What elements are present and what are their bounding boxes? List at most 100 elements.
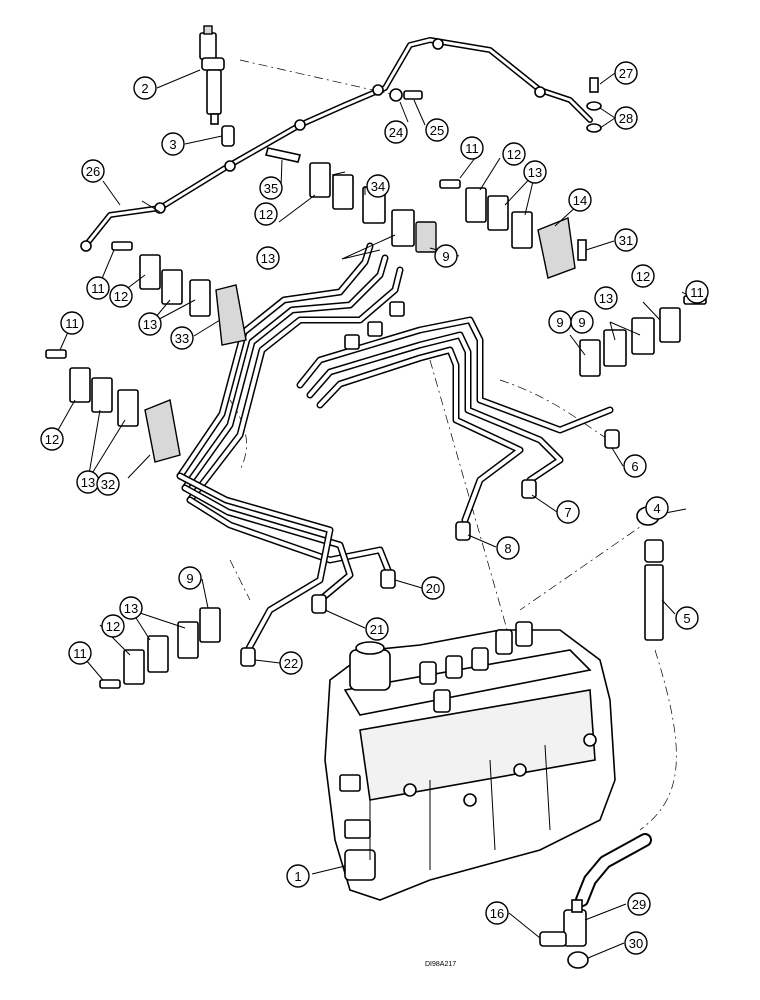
callout-circle xyxy=(101,614,125,638)
callout-label: 28 xyxy=(619,111,633,126)
callout-label: 9 xyxy=(578,315,585,330)
clamp-set-upper-right xyxy=(439,179,587,279)
callout-21: 21 xyxy=(365,617,389,641)
callout-11: 11 xyxy=(86,276,110,300)
callout-label: 27 xyxy=(619,66,633,81)
callout-9: 9 xyxy=(548,310,572,334)
callout-label: 25 xyxy=(430,123,444,138)
callout-circle xyxy=(178,566,202,590)
callout-12: 12 xyxy=(254,202,278,226)
callout-20: 20 xyxy=(421,576,445,600)
callout-label: 5 xyxy=(683,611,690,626)
callout-label: 9 xyxy=(556,315,563,330)
callout-11: 11 xyxy=(460,136,484,160)
callout-circle xyxy=(279,651,303,675)
callout-9: 9 xyxy=(570,310,594,334)
callout-label: 1 xyxy=(294,869,301,884)
callout-28: 28 xyxy=(614,106,638,130)
callout-label: 12 xyxy=(636,269,650,284)
clamp-set-upper-center xyxy=(264,147,437,253)
callout-label: 12 xyxy=(106,619,120,634)
callout-13: 13 xyxy=(523,160,547,184)
callout-label: 14 xyxy=(573,193,587,208)
callout-circle xyxy=(40,427,64,451)
callout-30: 30 xyxy=(624,931,648,955)
callout-11: 11 xyxy=(60,311,84,335)
callout-label: 33 xyxy=(175,331,189,346)
callout-circle xyxy=(614,61,638,85)
callout-circle xyxy=(286,864,310,888)
callout-circle xyxy=(502,142,526,166)
callout-16: 16 xyxy=(485,901,509,925)
callout-label: 8 xyxy=(504,541,511,556)
callout-circle xyxy=(60,311,84,335)
callout-label: 13 xyxy=(599,291,613,306)
callout-25: 25 xyxy=(425,118,449,142)
callout-circle xyxy=(161,132,185,156)
callout-circle xyxy=(627,892,651,916)
callout-13: 13 xyxy=(76,470,100,494)
callout-label: 12 xyxy=(507,147,521,162)
callout-13: 13 xyxy=(594,286,618,310)
callout-31: 31 xyxy=(614,228,638,252)
callout-label: 11 xyxy=(65,316,79,331)
callout-label: 11 xyxy=(91,281,105,296)
callout-11: 11 xyxy=(685,280,709,304)
injector xyxy=(199,25,225,125)
callout-circle xyxy=(96,472,120,496)
callout-circle xyxy=(256,246,280,270)
callout-12: 12 xyxy=(502,142,526,166)
callout-circle xyxy=(624,931,648,955)
callout-circle xyxy=(675,606,699,630)
callout-5: 5 xyxy=(675,606,699,630)
callout-label: 11 xyxy=(690,285,704,300)
callout-circle xyxy=(259,176,283,200)
clamp-set-mid-left xyxy=(111,241,247,346)
callout-label: 11 xyxy=(465,141,479,156)
callout-circle xyxy=(68,641,92,665)
callout-22: 22 xyxy=(279,651,303,675)
callout-label: 26 xyxy=(86,164,100,179)
callout-34: 34 xyxy=(366,174,390,198)
callout-35: 35 xyxy=(259,176,283,200)
callout-label: 12 xyxy=(114,289,128,304)
callout-24: 24 xyxy=(384,120,408,144)
callout-circle xyxy=(254,202,278,226)
callout-circle xyxy=(645,496,669,520)
tee-fitting xyxy=(539,899,589,969)
callout-7: 7 xyxy=(556,500,580,524)
callout-13: 13 xyxy=(119,596,143,620)
callout-label: 9 xyxy=(442,249,449,264)
callout-circle xyxy=(568,188,592,212)
callout-circle xyxy=(631,264,655,288)
callout-label: 29 xyxy=(632,897,646,912)
callout-circle xyxy=(133,76,157,100)
nozzle-sleeve xyxy=(221,125,235,147)
callout-label: 31 xyxy=(619,233,633,248)
callout-33: 33 xyxy=(170,326,194,350)
callout-label: 13 xyxy=(528,165,542,180)
callout-label: 11 xyxy=(73,646,87,661)
callout-circle xyxy=(86,276,110,300)
callout-label: 22 xyxy=(284,656,298,671)
callout-label: 13 xyxy=(124,601,138,616)
callout-circle xyxy=(384,120,408,144)
callout-circle xyxy=(570,310,594,334)
callout-circle xyxy=(81,159,105,183)
callout-12: 12 xyxy=(631,264,655,288)
callout-12: 12 xyxy=(40,427,64,451)
callout-circle xyxy=(614,106,638,130)
callout-label: 12 xyxy=(259,207,273,222)
callout-circle xyxy=(434,244,458,268)
callout-label: 16 xyxy=(490,906,504,921)
callout-label: 21 xyxy=(370,622,384,637)
injection-pump xyxy=(324,621,616,901)
injection-pipes xyxy=(176,242,620,667)
callout-label: 12 xyxy=(45,432,59,447)
callout-circle xyxy=(138,312,162,336)
callout-26: 26 xyxy=(81,159,105,183)
callout-label: 13 xyxy=(261,251,275,266)
callout-12: 12 xyxy=(101,614,125,638)
